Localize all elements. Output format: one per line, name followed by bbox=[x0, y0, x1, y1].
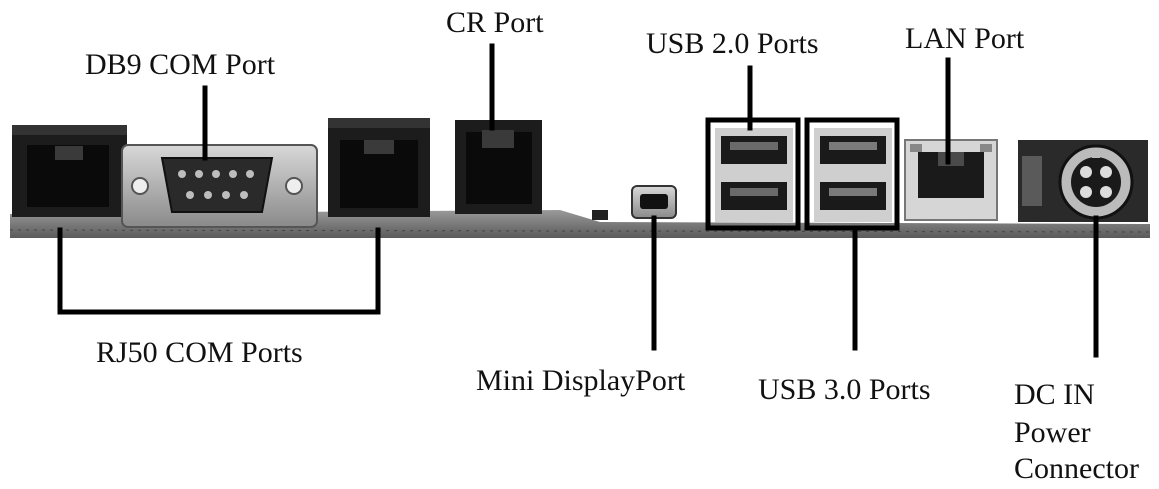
mini-displayport-label: Mini DisplayPort bbox=[476, 364, 686, 397]
smd-component bbox=[592, 210, 608, 220]
usb3-ports bbox=[804, 117, 900, 231]
rj50-port-right bbox=[328, 118, 430, 217]
rj50-com-ports-label: RJ50 COM Ports bbox=[96, 336, 303, 369]
usb3-ports-label: USB 3.0 Ports bbox=[758, 373, 931, 406]
dc-in-label-line-3: Connector bbox=[1014, 452, 1139, 485]
lan-port bbox=[904, 139, 998, 221]
dc-in-label-line-1: DC IN bbox=[1014, 378, 1095, 411]
rj50-port-left bbox=[12, 125, 127, 217]
dc-in-power-connector bbox=[1018, 140, 1148, 222]
dc-in-label-line-2: Power bbox=[1014, 416, 1091, 449]
cr-port-label: CR Port bbox=[446, 6, 544, 39]
cr-port bbox=[455, 120, 542, 214]
usb2-ports bbox=[705, 117, 801, 231]
mini-displayport bbox=[631, 185, 677, 219]
db9-com-port-label: DB9 COM Port bbox=[85, 48, 276, 81]
usb2-ports-label: USB 2.0 Ports bbox=[646, 27, 819, 60]
rj50-bracket-line bbox=[57, 227, 381, 315]
db9-com-port bbox=[121, 144, 318, 228]
lan-port-label: LAN Port bbox=[905, 22, 1025, 55]
